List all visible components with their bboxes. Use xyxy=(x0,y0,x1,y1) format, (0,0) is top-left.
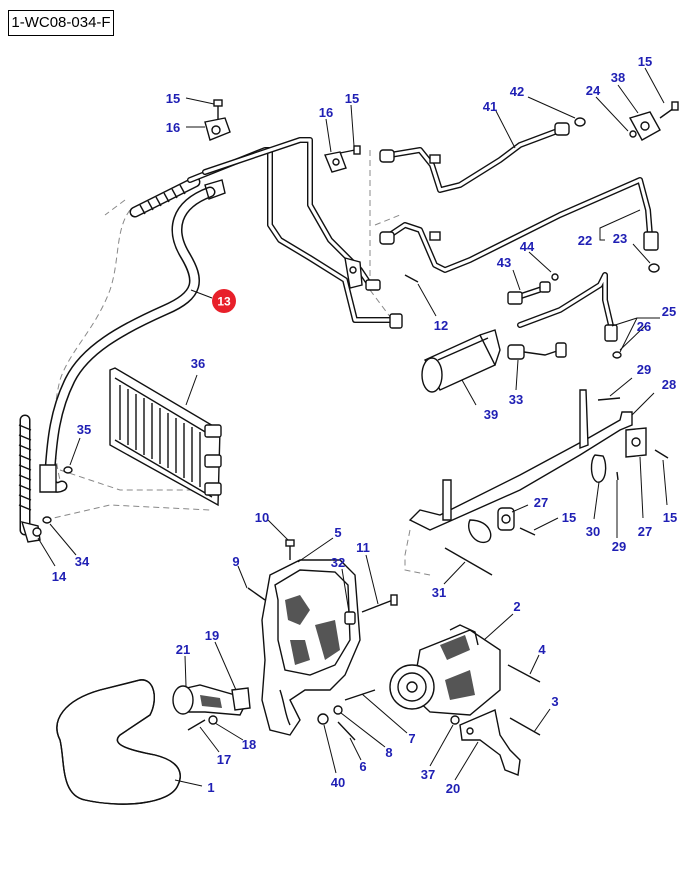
pressure-switch-33 xyxy=(507,342,567,360)
callout-16: 16 xyxy=(166,120,180,135)
phantom-outlines xyxy=(44,150,431,576)
clamp-27 xyxy=(468,507,515,544)
callout-20: 20 xyxy=(446,781,460,796)
callout-18: 18 xyxy=(242,737,256,752)
callout-9: 9 xyxy=(232,554,239,569)
callout-29: 29 xyxy=(637,362,651,377)
rigid-pipes xyxy=(187,137,403,329)
callout-34: 34 xyxy=(75,554,90,569)
callout-22: 22 xyxy=(578,233,592,248)
callout-10: 10 xyxy=(255,510,269,525)
callout-19: 19 xyxy=(205,628,219,643)
callout-32: 32 xyxy=(331,555,345,570)
hose-14 xyxy=(18,414,42,543)
pipe-25 xyxy=(517,272,618,342)
callout-35: 35 xyxy=(77,422,91,437)
frame-28 xyxy=(408,389,647,531)
callout-38: 38 xyxy=(611,70,625,85)
pipe-41 xyxy=(379,122,570,193)
condenser-36 xyxy=(109,367,222,507)
receiver-drier-39 xyxy=(421,329,501,393)
callout-29: 29 xyxy=(612,539,626,554)
callout-42: 42 xyxy=(510,84,524,99)
hose-13 xyxy=(39,179,226,493)
callout-43: 43 xyxy=(497,255,511,270)
callout-12: 12 xyxy=(434,318,448,333)
callout-14: 14 xyxy=(52,569,67,584)
callout-6: 6 xyxy=(359,759,366,774)
callout-44: 44 xyxy=(520,239,535,254)
callout-33: 33 xyxy=(509,392,523,407)
callout-2: 2 xyxy=(513,599,520,614)
callout-28: 28 xyxy=(662,377,676,392)
tensioner-21 xyxy=(172,684,246,716)
callout-15: 15 xyxy=(166,91,180,106)
callout-27: 27 xyxy=(534,495,548,510)
callout-39: 39 xyxy=(484,407,498,422)
callout-numbers: 15 16 16 15 41 42 15 38 24 22 23 44 43 2… xyxy=(52,54,677,796)
callout-26: 26 xyxy=(637,319,651,334)
callout-8: 8 xyxy=(385,745,392,760)
callout-30: 30 xyxy=(586,524,600,539)
figure-code-label: 1-WC08-034-F xyxy=(8,10,114,36)
callout-13: 13 xyxy=(217,295,231,309)
bracket-20 xyxy=(459,709,521,776)
callout-17: 17 xyxy=(217,752,231,767)
callout-15: 15 xyxy=(562,510,576,525)
callout-15: 15 xyxy=(663,510,677,525)
callout-1: 1 xyxy=(207,780,214,795)
callout-27: 27 xyxy=(638,524,652,539)
fitting-43 xyxy=(507,281,551,305)
callout-37: 37 xyxy=(421,767,435,782)
callout-23: 23 xyxy=(613,231,627,246)
callout-25: 25 xyxy=(662,304,676,319)
callout-41: 41 xyxy=(483,99,497,114)
callout-7: 7 xyxy=(408,731,415,746)
callout-36: 36 xyxy=(191,356,205,371)
callout-40: 40 xyxy=(331,775,345,790)
callout-11: 11 xyxy=(356,540,370,555)
compressor-bracket-5 xyxy=(261,559,361,736)
callout-16: 16 xyxy=(319,105,333,120)
callout-21: 21 xyxy=(176,642,190,657)
hardware xyxy=(42,99,679,741)
braided-line xyxy=(129,176,201,218)
callout-13-highlight: 13 xyxy=(212,289,236,313)
callout-31: 31 xyxy=(432,585,446,600)
callout-24: 24 xyxy=(586,83,601,98)
callout-3: 3 xyxy=(551,694,558,709)
drive-belt-1 xyxy=(56,679,181,805)
leader-lines xyxy=(37,67,668,787)
callout-4: 4 xyxy=(538,642,546,657)
callout-15: 15 xyxy=(638,54,652,69)
compressor-2 xyxy=(389,624,501,716)
callout-15: 15 xyxy=(345,91,359,106)
pipe-22 xyxy=(379,177,659,273)
callout-5: 5 xyxy=(334,525,341,540)
